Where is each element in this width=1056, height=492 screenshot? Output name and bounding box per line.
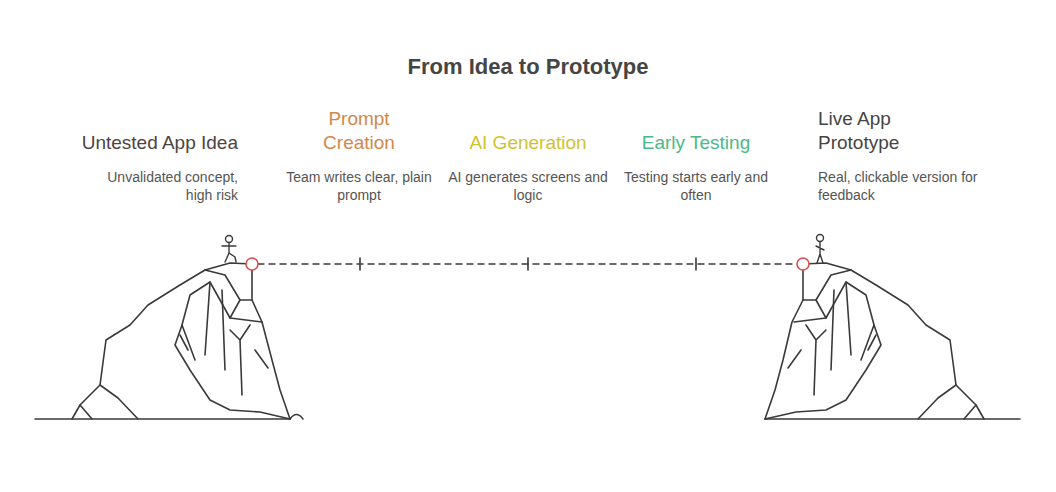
right-cliff-base (918, 385, 976, 419)
right-cliff-cracks (788, 282, 876, 395)
milestone-ticks (360, 258, 696, 270)
stage-description: AI generates screens and logic (448, 168, 608, 204)
start-point (246, 258, 258, 270)
right-cliff-detail (765, 270, 881, 419)
stage-heading: Early Testing (611, 131, 781, 155)
left-cliff-base (80, 385, 138, 419)
stage-description: Real, clickable version for feedback (818, 168, 988, 204)
person-figure (816, 235, 824, 264)
person-figure (222, 236, 236, 263)
stage-description: Team writes clear, plain prompt (284, 168, 434, 204)
stage-heading: Untested App Idea (38, 131, 238, 155)
stage-heading: AI Generation (443, 131, 613, 155)
stage-description: Testing starts early and often (621, 168, 771, 204)
left-cliff (72, 263, 290, 419)
left-cliff-detail (175, 270, 290, 419)
stage-heading: Prompt Creation (309, 107, 409, 155)
end-point (797, 258, 809, 270)
ground-line (35, 418, 290, 420)
diagram-title: From Idea to Prototype (0, 54, 1056, 80)
stage-description: Unvalidated concept, high risk (78, 168, 238, 204)
ground-line (765, 418, 1020, 420)
stage-heading: Live App Prototype (818, 107, 928, 155)
left-cliff-cracks (180, 282, 268, 395)
right-cliff (765, 263, 984, 419)
water-waves (290, 415, 303, 420)
